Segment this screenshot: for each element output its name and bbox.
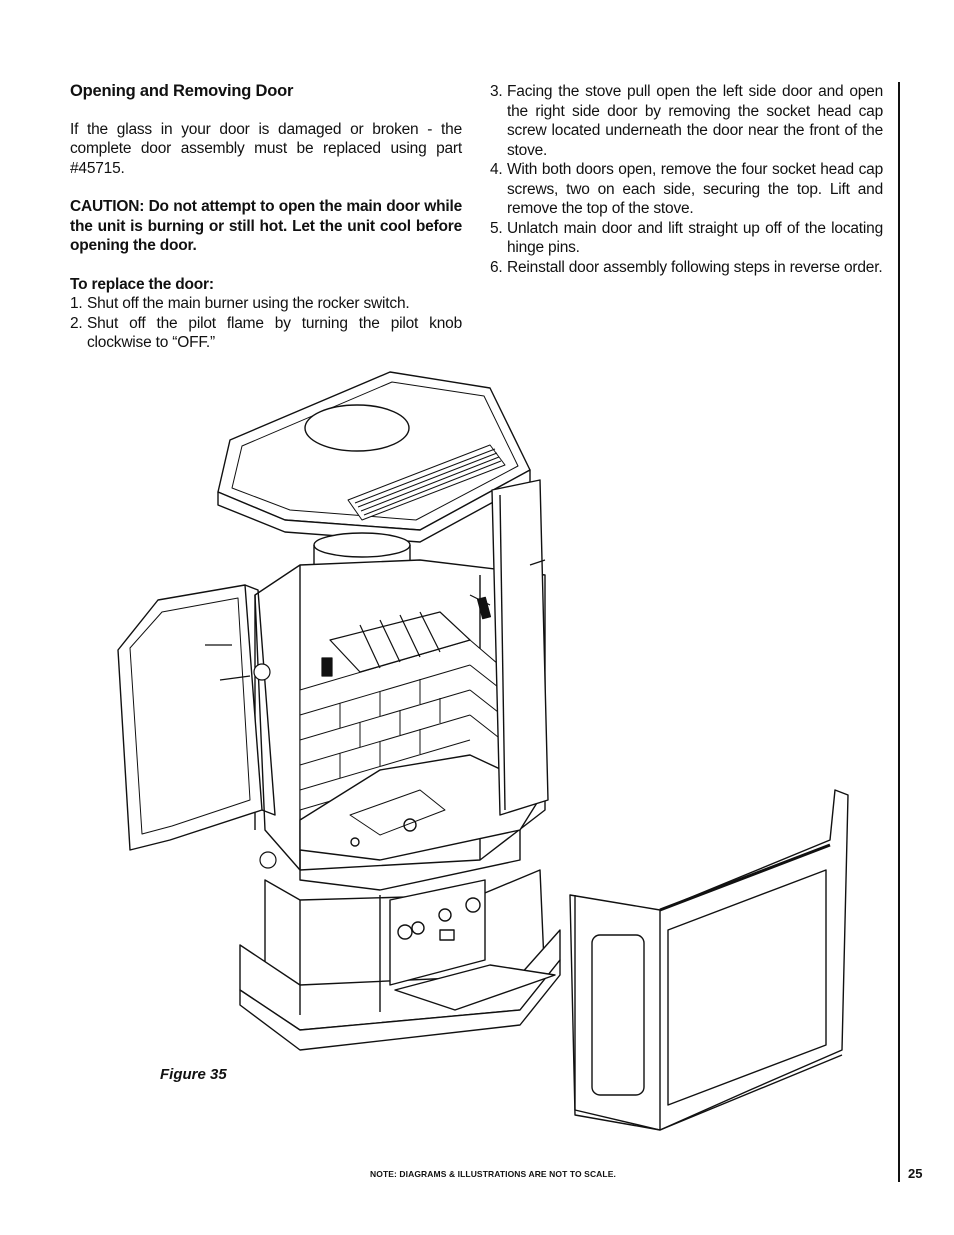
left-column: Opening and Removing Door If the glass i… <box>70 82 462 353</box>
steps-heading: To replace the door: <box>70 275 214 293</box>
steps-list-left: 1. Shut off the main burner using the ro… <box>70 294 462 353</box>
page-number: 25 <box>908 1166 923 1181</box>
right-column: 3. Facing the stove pull open the left s… <box>490 82 883 277</box>
burner-tray <box>299 754 546 891</box>
control-panel <box>389 879 556 1011</box>
column-divider-rule <box>898 82 900 1182</box>
steps-list-right: 3. Facing the stove pull open the left s… <box>490 82 883 277</box>
caution-paragraph: CAUTION: Do not attempt to open the main… <box>70 198 462 254</box>
step-item: 3. Facing the stove pull open the left s… <box>490 82 883 160</box>
top-vent-grille <box>347 444 506 521</box>
step-number: 1. <box>70 295 83 312</box>
step-text: Shut off the pilot flame by turning the … <box>87 314 462 352</box>
right-side-door <box>491 479 549 816</box>
step-text: With both doors open, remove the four so… <box>507 161 883 217</box>
step-item: 6. Reinstall door assembly following ste… <box>490 258 883 278</box>
scale-note: NOTE: DIAGRAMS & ILLUSTRATIONS ARE NOT T… <box>370 1169 616 1179</box>
step-item: 1. Shut off the main burner using the ro… <box>70 294 462 314</box>
step-item: 2. Shut off the pilot flame by turning t… <box>70 314 462 353</box>
step-number: 5. <box>490 219 503 237</box>
figure-caption: Figure 35 <box>160 1066 227 1083</box>
left-side-door <box>117 584 276 851</box>
stove-top-lid <box>217 371 531 543</box>
step-item: 5. Unlatch main door and lift straight u… <box>490 219 883 258</box>
main-door-assembly <box>569 789 849 1131</box>
stove-exploded-diagram <box>117 371 849 1131</box>
step-item: 4. With both doors open, remove the four… <box>490 160 883 219</box>
step-number: 2. <box>70 314 83 332</box>
log-set <box>329 611 471 673</box>
step-text: Unlatch main door and lift straight up o… <box>507 219 883 257</box>
step-number: 6. <box>490 258 503 276</box>
step-number: 3. <box>490 83 503 100</box>
intro-paragraph: If the glass in your door is damaged or … <box>70 120 462 177</box>
step-text: Shut off the main burner using the rocke… <box>87 295 410 312</box>
hinge-screws <box>205 559 546 869</box>
step-number: 4. <box>490 161 503 178</box>
step-text: Reinstall door assembly following steps … <box>507 258 883 276</box>
step-text: Facing the stove pull open the left side… <box>507 83 883 159</box>
section-title: Opening and Removing Door <box>70 82 294 100</box>
